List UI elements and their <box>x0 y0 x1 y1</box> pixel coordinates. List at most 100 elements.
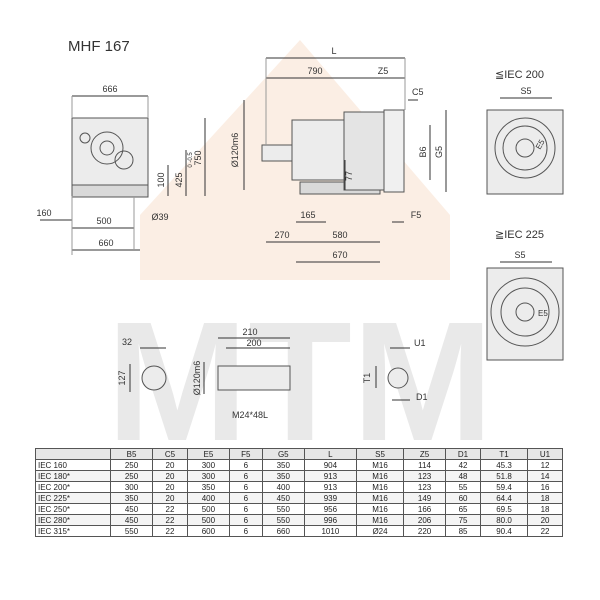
dim-side-580: 580 <box>332 230 347 240</box>
table-cell: 450 <box>109 514 154 526</box>
table-cell: 500 <box>186 514 230 526</box>
dim-front-width: 666 <box>102 84 117 94</box>
flange-225-label: ≧IEC 225 <box>495 229 544 241</box>
dim-side-790: 790 <box>307 66 322 76</box>
table-cell: 22 <box>527 525 563 537</box>
table-cell: 6 <box>228 492 263 504</box>
dim-front-425: 425 <box>174 172 184 187</box>
table-header-cell: E5 <box>186 448 230 460</box>
table-cell: M16 <box>355 481 405 493</box>
table-cell: 22 <box>152 525 188 537</box>
front-view <box>40 95 206 255</box>
table-cell: M16 <box>355 503 405 515</box>
dim-front-750: 750 <box>193 150 203 165</box>
dim-side-270: 270 <box>274 230 289 240</box>
hole-D1: D1 <box>416 392 428 402</box>
dim-side-B6: B6 <box>418 146 428 157</box>
dim-front-500: 500 <box>96 216 111 226</box>
table-cell: 996 <box>303 514 357 526</box>
shaft-210: 210 <box>242 327 257 337</box>
table-cell: 250 <box>109 459 154 471</box>
table-header-cell: D1 <box>445 448 481 460</box>
table-cell: 6 <box>228 459 263 471</box>
dim-front-660: 660 <box>98 238 113 248</box>
table-cell: 80.0 <box>479 514 529 526</box>
table-cell: 20 <box>152 470 188 482</box>
table-cell: 1010 <box>303 525 357 537</box>
table-cell: 6 <box>228 525 263 537</box>
hole-T1: T1 <box>362 373 372 384</box>
table-cell: 500 <box>186 503 230 515</box>
table-cell: 450 <box>261 492 305 504</box>
table-cell: 55 <box>445 481 481 493</box>
dim-side-670: 670 <box>332 250 347 260</box>
table-header-cell: F5 <box>228 448 263 460</box>
shaft-thread: M24*48L <box>232 410 268 420</box>
table-header-cell: C5 <box>152 448 188 460</box>
flange-view-200 <box>486 97 564 195</box>
table-cell: 90.4 <box>479 525 529 537</box>
table-header-cell: T1 <box>479 448 529 460</box>
hole-U1: U1 <box>414 338 426 348</box>
table-cell: 206 <box>403 514 447 526</box>
table-cell: 939 <box>303 492 357 504</box>
table-cell: 350 <box>186 481 230 493</box>
shaft-32: 32 <box>122 337 132 347</box>
hole-detail <box>375 347 410 401</box>
table-cell: 18 <box>527 503 563 515</box>
table-cell: 956 <box>303 503 357 515</box>
table-cell: 350 <box>109 492 154 504</box>
table-cell: 400 <box>186 492 230 504</box>
flange-view-225 <box>486 261 564 361</box>
table-header-cell <box>35 448 111 460</box>
dim-front-bore: Ø39 <box>151 212 168 222</box>
dim-side-Z5: Z5 <box>378 66 389 76</box>
side-view <box>243 57 447 263</box>
table-cell: 20 <box>152 492 188 504</box>
table-cell: IEC 200* <box>35 481 111 493</box>
table-header-cell: G5 <box>261 448 305 460</box>
table-cell: 60 <box>445 492 481 504</box>
table-cell: 42 <box>445 459 481 471</box>
shaft-diameter: Ø120m6 <box>192 361 202 396</box>
dim-front-100: 100 <box>156 172 166 187</box>
dim-front-425-tol: 0 -0.5 <box>188 152 194 168</box>
table-header-cell: Z5 <box>403 448 447 460</box>
table-cell: 660 <box>261 525 305 537</box>
flange-225-E5: E5 <box>538 309 548 318</box>
table-cell: 450 <box>109 503 154 515</box>
table-header-cell: B5 <box>109 448 154 460</box>
table-cell: 220 <box>403 525 447 537</box>
dim-side-165: 165 <box>300 210 315 220</box>
table-header-cell: L <box>303 448 357 460</box>
table-cell: 250 <box>109 470 154 482</box>
table-cell: 913 <box>303 481 357 493</box>
table-cell: 20 <box>527 514 563 526</box>
shaft-detail <box>129 337 291 394</box>
table-cell: 550 <box>261 514 305 526</box>
shaft-200: 200 <box>246 338 261 348</box>
table-cell: 300 <box>186 459 230 471</box>
table-cell: 22 <box>152 514 188 526</box>
table-cell: 149 <box>403 492 447 504</box>
table-cell: 114 <box>403 459 447 471</box>
table-cell: 300 <box>186 470 230 482</box>
dim-side-shaft: Ø120m6 <box>230 133 240 168</box>
table-cell: 6 <box>228 514 263 526</box>
table-cell: IEC 280* <box>35 514 111 526</box>
table-cell: M16 <box>355 470 405 482</box>
table-header-cell: U1 <box>527 448 563 460</box>
table-cell: 59.4 <box>479 481 529 493</box>
table-cell: 65 <box>445 503 481 515</box>
table-cell: 300 <box>109 481 154 493</box>
table-cell: 6 <box>228 470 263 482</box>
